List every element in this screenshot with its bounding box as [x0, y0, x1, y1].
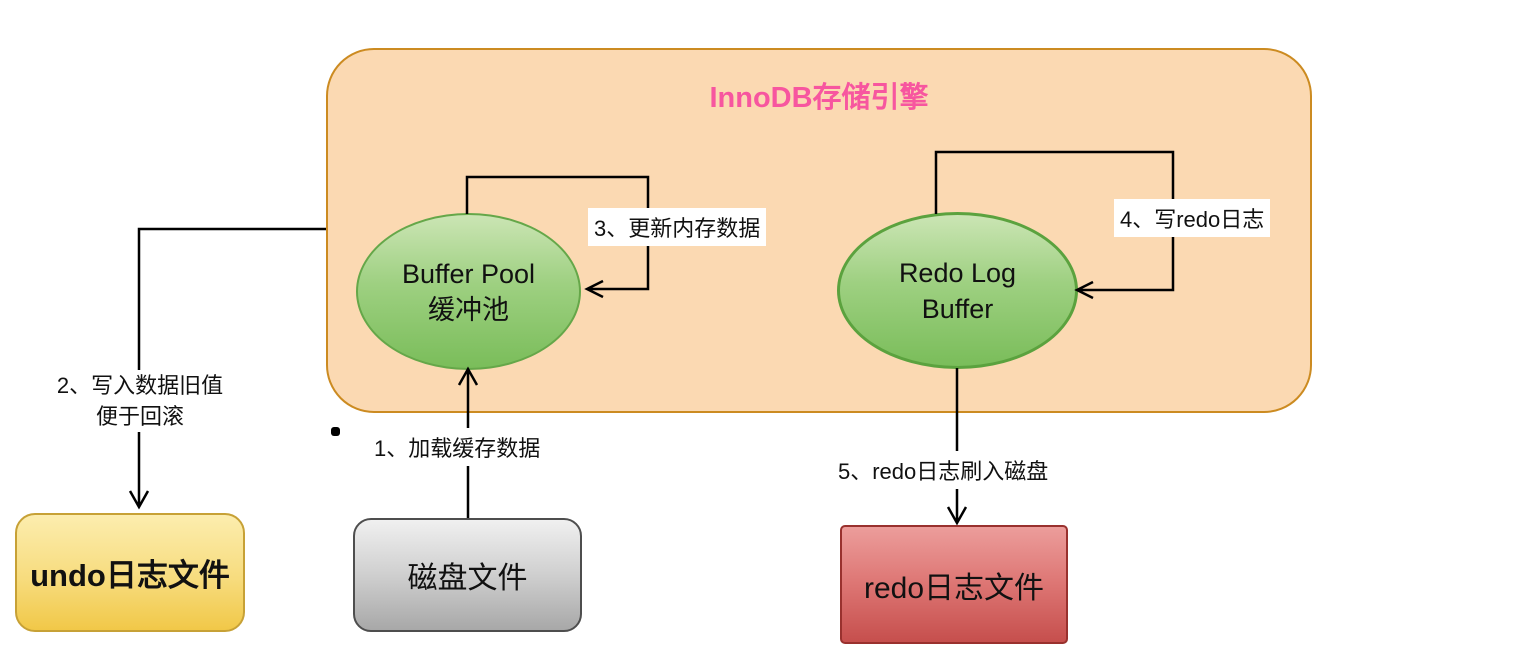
stray-dot: [331, 427, 340, 436]
redo-log-buffer-label-line1: Redo Log: [898, 257, 1017, 288]
step2-label-line1: 2、写入数据旧值: [56, 373, 224, 398]
undo-log-file-label: undo日志文件: [30, 558, 230, 593]
disk-file-node: 磁盘文件: [353, 518, 582, 632]
step1-label: 1、加载缓存数据: [368, 428, 547, 466]
step5-label: 5、redo日志刷入磁盘: [832, 451, 1055, 489]
redo-log-file-node: redo日志文件: [840, 525, 1068, 644]
redo-log-buffer-node: Redo Log Buffer: [837, 212, 1078, 369]
arrow-write-redo-loop: [934, 150, 1175, 300]
diagram-title: InnoDB存储引擎: [709, 82, 929, 114]
step3-label: 3、更新内存数据: [588, 208, 767, 246]
disk-file-label: 磁盘文件: [407, 562, 528, 595]
step2-label-line2: 便于回滚: [95, 404, 184, 429]
buffer-pool-label-cn: 缓冲池: [428, 294, 509, 325]
arrow-update-memory-loop: [465, 175, 650, 299]
redo-log-file-label: redo日志文件: [863, 571, 1045, 605]
undo-log-file-node: undo日志文件: [15, 513, 245, 632]
arrow-write-undo: [128, 227, 326, 510]
arrow-flush-redo: [946, 368, 968, 526]
step4-label: 4、写redo日志: [1114, 199, 1271, 237]
step2-label: 2、写入数据旧值 便于回滚: [44, 370, 236, 432]
redo-log-buffer-label-line2: Buffer: [921, 293, 994, 324]
buffer-pool-label-en: Buffer Pool: [401, 258, 536, 289]
